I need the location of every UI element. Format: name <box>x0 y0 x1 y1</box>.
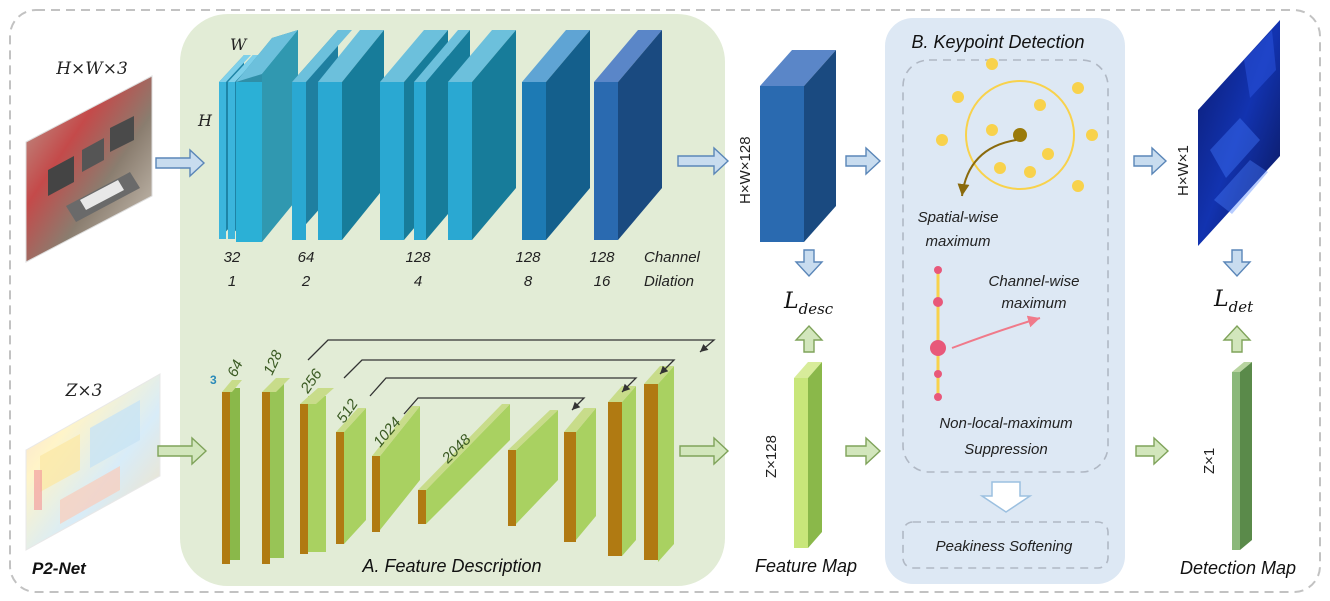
arrow-to-ldet <box>1222 249 1252 278</box>
bottom-layer-up-3 <box>608 386 636 556</box>
nms-line1: Non-local-maximum <box>939 415 1072 432</box>
arrow-detect-to-heatmap <box>1133 146 1168 176</box>
top-channel-labels: 32 64 128 128 128 1 2 4 8 16 <box>224 249 616 290</box>
arrow-input-bottom <box>157 436 208 466</box>
spatial-line1: Spatial-wise <box>918 209 999 226</box>
channel-caption: Channel <box>644 249 701 266</box>
section-b-title: B. Keypoint Detection <box>911 32 1084 52</box>
top-channel-1: 32 <box>224 249 241 266</box>
top-output-dims: H×W×128 <box>737 136 754 204</box>
arrow-top-to-feature <box>677 146 730 176</box>
top-layer-2b <box>318 30 384 240</box>
arrow-up-to-ldesc <box>794 324 824 353</box>
softening-label: Peakiness Softening <box>936 538 1073 555</box>
bottom-layer-up-2 <box>564 408 596 542</box>
skip-connection-4 <box>403 397 586 415</box>
input-image-bottom <box>25 373 161 551</box>
outer-frame <box>9 9 1321 593</box>
vector-dims: Z×1 <box>1201 448 1218 474</box>
softening-arrow <box>979 481 1033 513</box>
top-channel-4: 128 <box>515 249 541 266</box>
top-layer-3c <box>448 30 516 240</box>
bottom-in-channels: 3 <box>210 373 217 387</box>
keypoint-illustration <box>930 58 1098 401</box>
top-dilation-3: 4 <box>414 273 422 290</box>
softening-box <box>902 521 1109 569</box>
arrow-top-to-detect <box>845 146 882 176</box>
h-label: H <box>197 111 213 130</box>
skip-connections <box>307 339 716 415</box>
dilation-caption: Dilation <box>644 273 694 290</box>
input-image-top <box>25 75 153 263</box>
arrow-up-to-ldet <box>1222 324 1252 353</box>
arrow-bottom-to-feature <box>679 436 730 466</box>
detection-map-label: Detection Map <box>1180 558 1296 578</box>
skip-connection-2 <box>343 359 676 379</box>
bottom-layer-up-1 <box>508 410 558 526</box>
block-arrows <box>155 146 1252 278</box>
top-channel-2: 64 <box>298 249 315 266</box>
arrow-input-top <box>155 148 206 178</box>
top-layer-4 <box>522 30 590 240</box>
spatial-line2: maximum <box>925 233 990 250</box>
top-dilation-4: 8 <box>524 273 533 290</box>
w-label: W <box>230 35 248 54</box>
arrow-detect-to-vector <box>1135 436 1170 466</box>
bottom-layer-2048 <box>418 404 510 524</box>
keypoint-detection-panel <box>885 18 1125 584</box>
bottom-layer-512 <box>336 408 366 544</box>
feature-map-top-block <box>760 50 836 242</box>
input-top-dims: H×W×3 <box>55 59 128 79</box>
top-channel-5: 128 <box>589 249 615 266</box>
loss-desc: Ldesc <box>783 289 834 318</box>
input-bottom-dims: Z×3 <box>65 381 103 401</box>
feature-map-bottom-block <box>794 362 822 548</box>
top-layer-5 <box>594 30 662 240</box>
heatmap-dims: H×W×1 <box>1175 145 1192 196</box>
bottom-channel-64: 64 <box>224 357 246 379</box>
channel-line2: maximum <box>1001 295 1066 312</box>
top-dilation-1: 1 <box>228 273 236 290</box>
bottom-layer-64 <box>222 380 242 564</box>
top-layer-1c <box>236 30 298 242</box>
block-arrows-green <box>157 324 1252 466</box>
top-channel-3: 128 <box>405 249 431 266</box>
arrow-to-ldesc <box>794 249 824 278</box>
keypoint-inner-box <box>902 59 1109 473</box>
detection-heatmap <box>1198 20 1280 246</box>
network-name: P2-Net <box>32 559 87 578</box>
bottom-layer-128 <box>262 378 290 564</box>
top-dilation-2: 2 <box>301 273 311 290</box>
bottom-unet-stack <box>222 366 674 564</box>
bottom-layer-up-4 <box>644 366 674 562</box>
nms-line2: Suppression <box>964 441 1047 458</box>
keypoint-texts: Spatial-wise maximum Channel-wise maximu… <box>918 209 1080 555</box>
channel-line1: Channel-wise <box>989 273 1080 290</box>
bottom-layer-1024 <box>372 406 420 532</box>
arrow-bottom-to-detect <box>845 436 882 466</box>
section-a-title: A. Feature Description <box>361 556 541 576</box>
skip-connection-3 <box>369 377 638 397</box>
feature-map-label: Feature Map <box>755 556 857 576</box>
detection-vector-block <box>1232 362 1252 550</box>
top-dilation-5: 16 <box>594 273 611 290</box>
bottom-layer-256 <box>300 388 334 554</box>
skip-connection-1 <box>307 339 716 361</box>
top-conv-stack <box>219 30 662 242</box>
loss-det: Ldet <box>1213 287 1254 316</box>
bottom-output-dims: Z×128 <box>763 435 780 478</box>
